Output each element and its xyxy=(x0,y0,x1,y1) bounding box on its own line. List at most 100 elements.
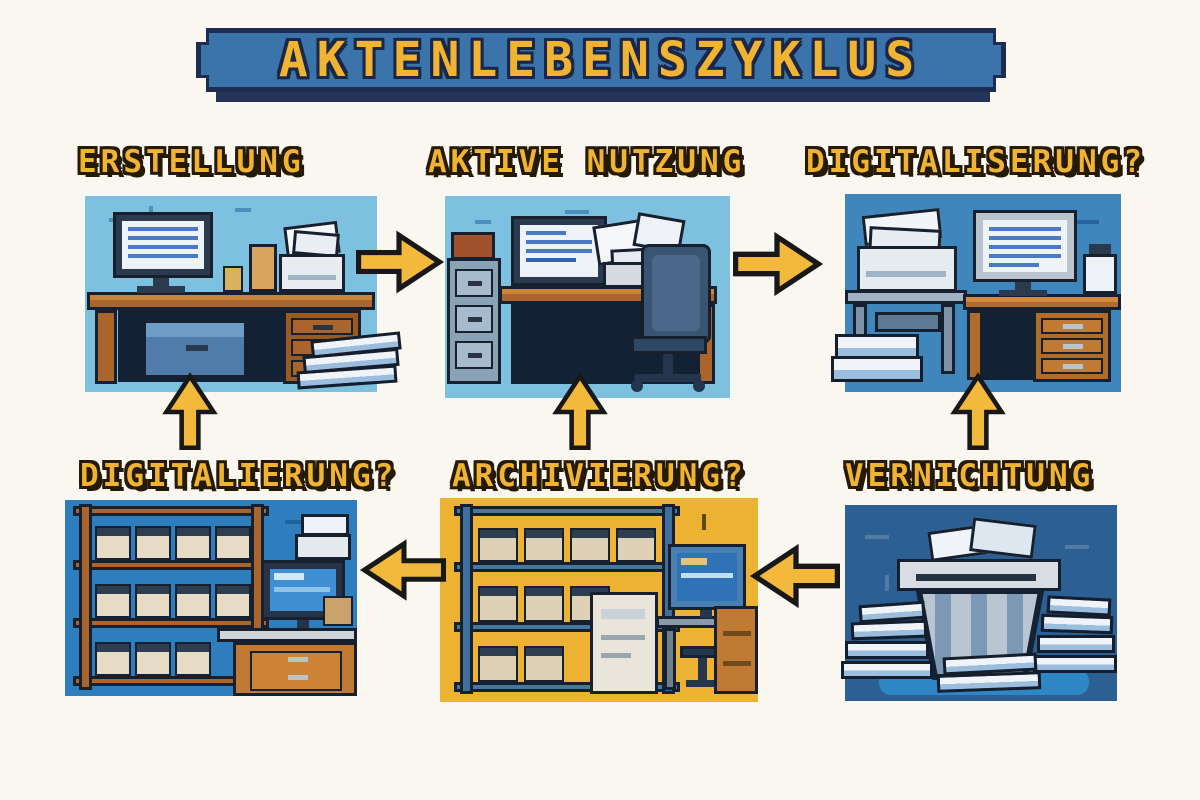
storage-bin-icon xyxy=(143,320,247,378)
chair-base xyxy=(635,374,701,382)
printer-icon xyxy=(279,254,345,292)
box-icon xyxy=(451,232,495,260)
small-box-icon xyxy=(323,596,353,626)
paper-stack-icon xyxy=(1033,655,1117,673)
shelf-post xyxy=(79,504,92,690)
stage-illustration-aktive-nutzung xyxy=(445,196,730,398)
paper-box-icon xyxy=(831,356,923,382)
stool-base xyxy=(686,680,720,687)
chair-pole xyxy=(663,354,673,376)
stage-illustration-digitalierung xyxy=(65,500,357,696)
stage-illustration-erstellung xyxy=(85,196,402,392)
paper-stack-icon xyxy=(1040,613,1114,635)
monitor-icon xyxy=(668,544,746,610)
archive-box-icon xyxy=(478,586,518,622)
shelf-post xyxy=(460,504,473,694)
archive-box-icon xyxy=(175,526,211,560)
brick-dash xyxy=(565,210,589,214)
arrow-right-icon xyxy=(356,230,445,294)
paper-stack-icon xyxy=(1037,635,1115,653)
coffee-mug-icon xyxy=(223,266,243,292)
monitor-stand xyxy=(297,620,309,628)
page-title: AKTENLEBENSZYKLUS xyxy=(278,32,924,88)
shelf-board xyxy=(73,560,269,570)
archive-box-icon xyxy=(95,526,131,560)
stage-illustration-vernichtung xyxy=(841,505,1117,701)
archive-box-icon xyxy=(524,586,564,622)
title-banner: AKTENLEBENSZYKLUS xyxy=(196,28,1006,92)
folder-icon xyxy=(249,244,277,292)
archive-box-icon xyxy=(215,526,251,560)
archive-box-icon xyxy=(175,584,211,618)
arrow-left-icon xyxy=(749,543,840,609)
monitor-icon xyxy=(261,560,345,620)
label-vernichtung: VERNICHTUNG xyxy=(845,458,1095,494)
title-banner-shadow xyxy=(216,92,990,102)
label-archivierung: ARCHIVIERUNG? xyxy=(452,458,747,494)
archive-box-icon xyxy=(95,584,131,618)
stage-illustration-digitaliserung xyxy=(831,194,1121,392)
paper-stack-icon xyxy=(845,641,929,659)
desk-leg xyxy=(95,310,117,384)
paper-stack-icon xyxy=(850,619,928,641)
label-digitalierung: DIGITALIERUNG? xyxy=(80,458,398,494)
brick-dash xyxy=(285,520,309,524)
shelf-board xyxy=(454,506,680,516)
stool-pole xyxy=(698,658,707,682)
paper-stack-icon xyxy=(841,661,933,679)
shelf-board xyxy=(454,562,680,572)
paper-stack-icon xyxy=(936,671,1042,693)
shredder-top xyxy=(897,559,1061,591)
archive-box-icon xyxy=(135,642,171,676)
shelf-board xyxy=(73,506,269,516)
under-desk-shadow xyxy=(981,308,1033,380)
brick-dash xyxy=(1075,220,1099,224)
archive-box-icon xyxy=(478,646,518,682)
paper-box-icon xyxy=(835,334,919,360)
white-box-icon xyxy=(301,514,349,536)
stage-illustration-archivierung xyxy=(440,498,758,702)
archive-box-icon xyxy=(524,528,564,562)
filing-cabinet-icon xyxy=(447,258,501,384)
desk xyxy=(87,292,375,310)
monitor-stand xyxy=(700,610,712,618)
chair-wheel xyxy=(631,380,643,392)
archive-box-icon xyxy=(616,528,656,562)
desk-leg xyxy=(664,628,676,690)
scanner-copier-icon xyxy=(857,246,957,292)
office-chair-icon xyxy=(641,244,711,344)
archive-box-icon xyxy=(478,528,518,562)
title-banner-fill: AKTENLEBENSZYKLUS xyxy=(201,33,1001,87)
desk xyxy=(963,294,1121,310)
white-box-icon xyxy=(295,534,351,560)
brick-dash xyxy=(865,535,889,539)
archive-box-icon xyxy=(524,646,564,682)
small-box-icon xyxy=(1083,254,1117,294)
orange-cabinet-icon xyxy=(714,606,758,694)
archive-box-icon xyxy=(135,526,171,560)
brick-dash xyxy=(702,514,706,530)
side-table xyxy=(845,290,967,304)
archive-box-icon xyxy=(175,642,211,676)
chair-seat xyxy=(631,336,707,354)
counter-top xyxy=(217,628,357,642)
brick-dash xyxy=(475,220,491,224)
archive-box-icon xyxy=(570,528,610,562)
arrow-up-icon xyxy=(162,372,218,450)
shelf-board xyxy=(454,682,680,692)
label-digitaliserung: DIGITALISERUNG? xyxy=(806,144,1146,180)
desk-leg xyxy=(967,310,983,380)
archive-box-icon xyxy=(95,642,131,676)
arrow-right-icon xyxy=(733,231,824,297)
archive-box-icon xyxy=(215,584,251,618)
arrow-up-icon xyxy=(950,372,1006,450)
brick-dash xyxy=(1065,545,1089,549)
brick-dash xyxy=(235,208,251,212)
chair-under-table xyxy=(875,312,941,332)
small-box-lid xyxy=(1089,244,1111,256)
monitor-base xyxy=(999,290,1047,296)
brick-dash xyxy=(885,575,889,591)
white-cabinet-icon xyxy=(590,592,658,694)
chair-wheel xyxy=(693,380,705,392)
archive-box-icon xyxy=(135,584,171,618)
